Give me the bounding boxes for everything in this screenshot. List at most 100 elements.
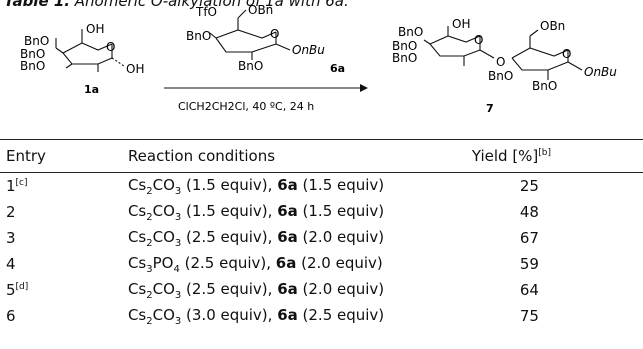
reactant-group-oh-1: OH — [86, 22, 104, 36]
base-subscript-1: 2 — [146, 289, 153, 301]
reagent-group-onbu: OnBu — [292, 43, 325, 57]
reaction-scheme: BnO BnO BnO OH O OH 1a TfO OBn BnO O OnB… — [20, 3, 617, 115]
base-anion: CO — [152, 305, 175, 324]
reagent-equiv: (2.5 equiv) — [297, 305, 385, 324]
reagent-group-bno-2: BnO — [238, 59, 263, 73]
reactant-label: 1a — [84, 83, 99, 96]
caption-text: Anomeric O-alkylation of 1a with 6a. — [74, 0, 349, 10]
base-anion: CO — [152, 227, 175, 246]
cell-conditions: Cs3PO4 (2.5 equiv), 6a (2.0 equiv) — [128, 251, 472, 277]
header-entry: Entry — [6, 147, 46, 165]
cell-entry: 2 — [0, 199, 128, 225]
product-ring-o-1: O — [474, 33, 483, 47]
table-row: 1[c]Cs2CO3 (1.5 equiv), 6a (1.5 equiv)25 — [0, 169, 643, 199]
base-symbol: Cs — [127, 253, 147, 272]
reagent-equiv: (2.0 equiv) — [297, 227, 385, 246]
table-row: 6 Cs2CO3 (3.0 equiv), 6a (2.5 equiv) 75 — [0, 303, 643, 329]
base-symbol: Cs — [127, 175, 147, 194]
base-subscript-1: 3 — [146, 263, 153, 275]
base-subscript-2: 3 — [174, 289, 182, 301]
caption-prefix: Table 1. — [4, 0, 70, 10]
product-group-oh: OH — [452, 17, 470, 31]
base-subscript-2: 3 — [174, 185, 182, 197]
base-subscript-2: 3 — [174, 237, 182, 249]
reagent-ref: 6a — [277, 201, 298, 220]
base-equiv: (1.5 equiv), — [181, 175, 278, 194]
entry-number: 3 — [6, 229, 16, 247]
header-yield-note: [b] — [538, 148, 552, 158]
base-symbol: Cs — [127, 201, 147, 220]
cell-conditions: Cs2CO3 (1.5 equiv), 6a (1.5 equiv) — [128, 199, 472, 225]
product-ring-o-2: O — [562, 47, 571, 61]
product-group-obn: OBn — [540, 19, 565, 33]
table-header-rule — [0, 172, 643, 173]
cell-entry: 4 — [0, 251, 128, 277]
product-group-bno-4: BnO — [488, 69, 513, 83]
base-subscript-1: 2 — [146, 185, 153, 197]
product-group-onbu: OnBu — [584, 65, 617, 79]
base-subscript-1: 2 — [146, 211, 153, 223]
reagent-equiv: (1.5 equiv) — [297, 175, 385, 194]
base-equiv: (2.5 equiv), — [181, 227, 278, 246]
header-conditions: Reaction conditions — [127, 147, 276, 165]
reagent-ref: 6a — [277, 175, 298, 194]
reaction-arrow-head — [360, 84, 368, 92]
table-top-rule — [0, 139, 643, 140]
table-row: 5[d]Cs2CO3 (2.5 equiv), 6a (2.0 equiv) 64 — [0, 277, 643, 303]
reagent-group-bno-1: BnO — [186, 29, 211, 43]
reagent-group-obn: OBn — [248, 3, 273, 17]
table-header-row: Entry Reaction conditions Yield [%][b] — [0, 143, 643, 169]
entry-number: 6 — [6, 307, 16, 325]
base-subscript-2: 3 — [174, 315, 182, 327]
reactant-group-bno-2: BnO — [20, 47, 45, 61]
results-table: Entry Reaction conditions Yield [%][b] 1… — [0, 143, 643, 329]
cell-entry: 1[c] — [0, 169, 128, 199]
product-structure — [423, 26, 583, 80]
product-linking-o: O — [496, 55, 505, 69]
reagent-group-tfo: TfO — [195, 5, 217, 19]
base-equiv: (1.5 equiv), — [181, 201, 278, 220]
reactant-ring-o: O — [106, 40, 115, 54]
base-equiv: (3.0 equiv), — [181, 305, 278, 324]
reagent-ring-o: O — [270, 27, 279, 41]
reagent-ref: 6a — [277, 305, 298, 324]
reagent-structure — [209, 9, 291, 60]
base-subscript-1: 2 — [146, 237, 153, 249]
cell-yield: 25 — [519, 177, 539, 195]
reactant-group-oh-2: OH — [126, 62, 144, 76]
entry-number: 1 — [6, 177, 16, 195]
base-anion: CO — [152, 279, 175, 298]
base-anion: CO — [152, 201, 175, 220]
cell-entry: 5[d] — [0, 277, 128, 303]
reagent-equiv: (2.0 equiv) — [297, 279, 385, 298]
base-symbol: Cs — [127, 305, 147, 324]
cell-yield: 75 — [519, 307, 539, 325]
reactant-group-bno-1: BnO — [24, 34, 49, 48]
cell-conditions: Cs2CO3 (3.0 equiv), 6a (2.5 equiv) — [128, 303, 472, 329]
cell-yield: 59 — [519, 255, 539, 273]
entry-number: 5 — [6, 281, 16, 299]
cell-conditions: Cs2CO3 (2.5 equiv), 6a (2.0 equiv) — [128, 225, 472, 251]
base-symbol: Cs — [127, 279, 147, 298]
product-group-bno-5: BnO — [532, 79, 557, 93]
product-label: 7 — [486, 102, 494, 115]
entry-number: 4 — [6, 255, 16, 273]
cell-yield: 64 — [519, 281, 539, 299]
reaction-conditions: ClCH2CH2Cl, 40 ºC, 24 h — [178, 100, 314, 113]
reagent-ref: 6a — [277, 279, 298, 298]
product-group-bno-3: BnO — [392, 51, 417, 65]
cell-entry: 6 — [0, 303, 128, 329]
base-subscript-1: 2 — [146, 315, 153, 327]
base-symbol: Cs — [127, 227, 147, 246]
product-group-bno-2: BnO — [392, 39, 417, 53]
base-equiv: (2.5 equiv), — [181, 279, 278, 298]
header-yield: Yield [%][b] — [472, 143, 643, 169]
header-yield-text: Yield [%] — [471, 147, 539, 165]
reactant-structure — [55, 29, 125, 72]
reagent-label: 6a — [330, 62, 345, 75]
table-caption: Table 1. Anomeric O-alkylation of 1a wit… — [4, 0, 349, 10]
cell-entry: 3 — [0, 225, 128, 251]
base-subscript-2: 4 — [173, 263, 180, 275]
